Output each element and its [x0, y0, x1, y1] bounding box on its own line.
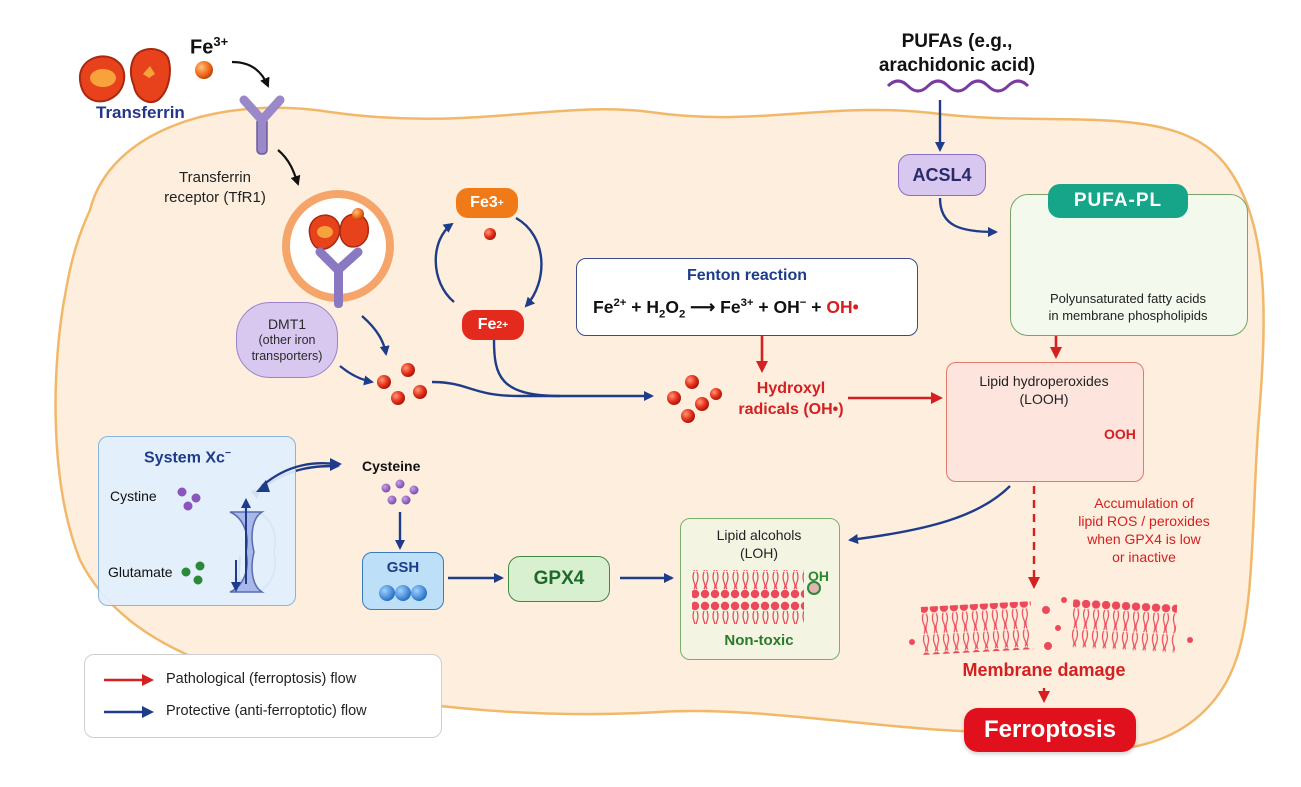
eq-o-sub: 2	[678, 308, 686, 321]
gpx4-pill: GPX4	[508, 556, 610, 602]
transferrin-icon	[78, 48, 213, 104]
eq-fe3: Fe	[720, 297, 741, 317]
legend-box	[84, 654, 442, 738]
membrane-damage-label: Membrane damage	[962, 660, 1126, 680]
fenton-title: Fenton reaction	[686, 267, 807, 284]
cystine-label: Cystine	[110, 488, 157, 504]
tfr1-line2: receptor (TfR1)	[164, 189, 266, 206]
damaged-membrane-icon	[909, 597, 1193, 655]
looh-box	[946, 362, 1144, 482]
eq-h: H	[646, 297, 660, 317]
fe3-pill: Fe3+	[456, 188, 518, 218]
eq-h-sub: 2	[659, 308, 666, 321]
fe3-symbol: Fe3	[470, 194, 498, 211]
iron-pool-icon	[377, 363, 427, 405]
arrow-dmt1-to-iron	[339, 365, 374, 386]
dmt1-title: DMT1	[267, 316, 307, 332]
arrow-iron-to-hydroxyl	[431, 380, 654, 401]
pufa-line2: arachidonic acid)	[878, 55, 1036, 76]
cysteine-molecules-icon	[381, 479, 419, 505]
pufa-pl-line2: in membrane phospholipids	[1048, 308, 1208, 323]
cysteine-label: Cysteine	[362, 458, 421, 474]
tfr1-line1: Transferrin	[179, 169, 251, 186]
accumulation-line3: when GPX4 is low	[1087, 531, 1201, 547]
gsh-molecules-icon	[379, 585, 427, 601]
fe-dot-icon	[484, 228, 496, 240]
legend-protective-label: Protective (anti-ferroptotic) flow	[166, 703, 367, 719]
system-xc-charge: −	[224, 448, 232, 459]
fe-symbol: Fe	[190, 36, 214, 59]
pufa-pl-caption: Polyunsaturated fatty acids in membrane …	[1010, 290, 1246, 324]
fenton-equation: Fe2+ + H2O2 ⟶ Fe3+ + OH− + OH•	[593, 297, 859, 321]
transferrin-label: Transferrin	[96, 103, 185, 122]
looh-line1: Lipid hydroperoxides	[979, 373, 1109, 389]
loh-title: Lipid alcohols (LOH)	[680, 526, 838, 562]
loh-line2: (LOH)	[739, 545, 779, 561]
ferroptosis-pill: Ferroptosis	[964, 708, 1136, 752]
eq-o: O	[665, 297, 679, 317]
legend-pathological-label: Pathological (ferroptosis) flow	[166, 671, 357, 687]
accumulation-line2: lipid ROS / peroxides	[1078, 513, 1210, 529]
eq-fe-charge: 2+	[613, 297, 627, 310]
fenton-reaction-box: Fenton reaction Fe2+ + H2O2 ⟶ Fe3+ + OH−…	[576, 258, 918, 336]
system-xc-title: System Xc−	[144, 448, 231, 467]
eq-fe3-charge: 3+	[740, 297, 754, 310]
oh-label: OH	[808, 568, 829, 584]
pufa-line1: PUFAs (e.g.,	[901, 31, 1013, 52]
eq-plus2: +	[758, 297, 769, 317]
hydroxyl-line1: Hydroxyl	[756, 380, 826, 397]
accumulation-text: Accumulation of lipid ROS / peroxides wh…	[1066, 494, 1222, 566]
glutamate-label: Glutamate	[108, 564, 173, 580]
eq-oh: OH	[773, 297, 800, 317]
hydroxyl-line2: radicals (OH•)	[738, 401, 844, 418]
arrow-fe2-to-fe3	[434, 222, 455, 303]
tfr1-receptor-icon	[239, 95, 285, 155]
eq-plus3: +	[811, 297, 822, 317]
arrow-endosome-to-iron	[361, 315, 390, 356]
arrow-transferrin-to-receptor	[231, 60, 270, 88]
loh-footer: Non-toxic	[724, 632, 794, 649]
eq-arrow: ⟶	[690, 297, 716, 317]
arrow-receptor-to-endosome	[277, 149, 301, 186]
pufa-label: PUFAs (e.g., arachidonic acid)	[872, 30, 1042, 78]
pufa-chain-icon	[886, 79, 1030, 93]
accumulation-line4: or inactive	[1112, 549, 1176, 565]
dmt1-line2: (other iron	[258, 333, 316, 347]
pufa-pl-line1: Polyunsaturated fatty acids	[1049, 291, 1207, 306]
acsl4-pill: ACSL4	[898, 154, 986, 196]
eq-plus1: +	[631, 297, 642, 317]
tfr1-label: Transferrin receptor (TfR1)	[150, 168, 280, 208]
eq-fe: Fe	[593, 297, 614, 317]
fe-charge: 3+	[213, 34, 229, 49]
dmt1-bubble: DMT1 (other iron transporters)	[236, 302, 338, 378]
fe3-charge: +	[497, 197, 504, 209]
arrow-fe3-to-fe2	[515, 216, 543, 308]
endosome-icon	[282, 190, 394, 308]
hydroxyl-label: Hydroxyl radicals (OH•)	[730, 378, 852, 420]
arrow-acsl4-to-pufapl	[938, 197, 998, 237]
gsh-label: GSH	[386, 559, 420, 576]
looh-title: Lipid hydroperoxides (LOOH)	[946, 372, 1142, 408]
ooh-label: OOH	[1104, 426, 1136, 442]
hydroxyl-radicals-icon	[667, 375, 722, 423]
accumulation-line1: Accumulation of	[1094, 495, 1194, 511]
eq-oh-charge: −	[799, 297, 807, 310]
gsh-box: GSH	[362, 552, 444, 610]
looh-line2: (LOOH)	[1019, 391, 1069, 407]
fe2-symbol: Fe	[477, 316, 497, 333]
loh-line1: Lipid alcohols	[716, 527, 802, 543]
fe2-charge: 2+	[496, 319, 509, 331]
transferrin-fe-label: Fe3+	[190, 34, 228, 60]
eq-radical: OH•	[826, 297, 859, 317]
system-xc-name: System Xc	[144, 449, 225, 467]
dmt1-line3: transporters)	[251, 349, 323, 363]
pufa-pl-title: PUFA-PL	[1048, 184, 1188, 218]
arrow-looh-to-loh	[848, 485, 1011, 544]
arrow-fe2-to-hydroxyl	[492, 339, 561, 398]
